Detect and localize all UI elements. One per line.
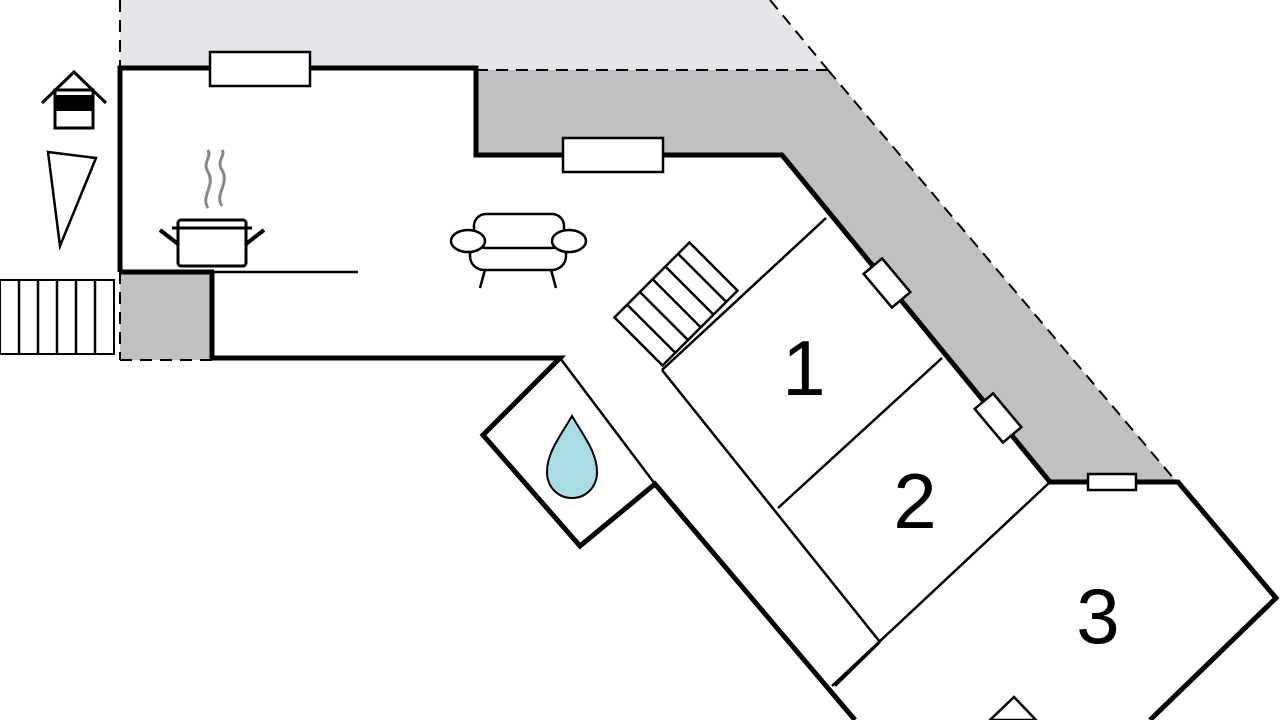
window: [208, 50, 312, 88]
compass-north-icon: [46, 150, 98, 251]
window: [1086, 472, 1138, 492]
window: [988, 695, 1038, 720]
window: [861, 256, 913, 310]
cooking-pot-icon: [158, 149, 266, 268]
window: [972, 391, 1024, 445]
entrance-steps-icon: [0, 279, 115, 355]
room-3-label: 3: [1076, 572, 1119, 660]
exterior-wall-lower: [209, 272, 857, 720]
stairs-icon: [612, 240, 740, 368]
room-1-label: 1: [782, 324, 825, 412]
water-drop-icon: [545, 414, 599, 500]
terrace-area: [476, 70, 1175, 482]
entrance-porch: [120, 272, 212, 360]
house-icon: [40, 69, 108, 130]
window: [561, 136, 665, 174]
sofa-icon: [449, 212, 588, 289]
room-2-label: 2: [893, 457, 936, 545]
